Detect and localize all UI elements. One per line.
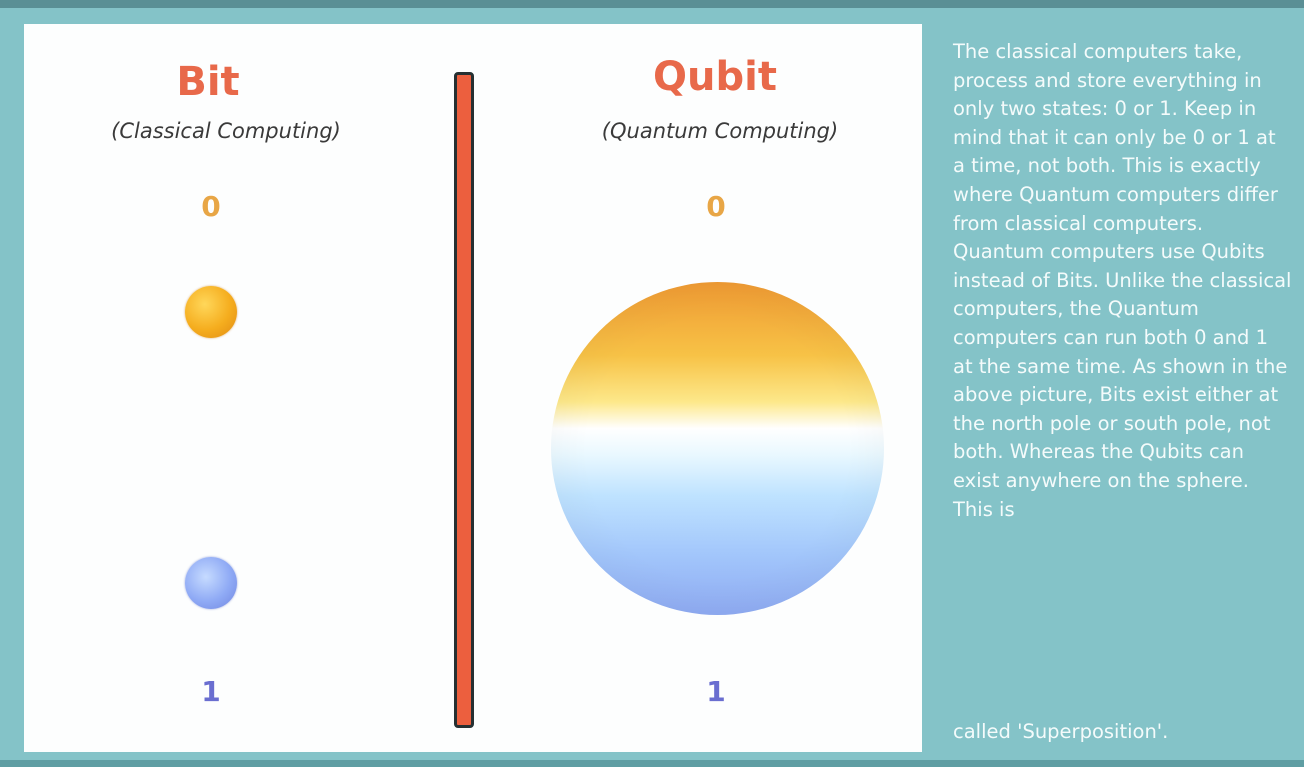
bottom-strip bbox=[0, 760, 1304, 767]
divider-bar bbox=[454, 72, 474, 728]
qubit-state-zero-label: 0 bbox=[706, 190, 726, 223]
description-text: The classical computers take, process an… bbox=[953, 40, 1292, 521]
bit-state-zero-label: 0 bbox=[201, 190, 221, 223]
bit-state-one-label: 1 bbox=[201, 675, 221, 708]
qubit-subtitle: (Quantum Computing) bbox=[601, 119, 839, 143]
qubit-title: Qubit bbox=[653, 54, 777, 100]
bit-title: Bit bbox=[176, 59, 240, 105]
qubit-sphere bbox=[551, 282, 884, 615]
qubit-state-one-label: 1 bbox=[706, 675, 726, 708]
bit-one-point bbox=[185, 557, 237, 609]
top-strip bbox=[0, 0, 1304, 8]
description-tail: called 'Superposition'. bbox=[953, 720, 1169, 743]
bit-zero-point bbox=[185, 286, 237, 338]
bit-subtitle: (Classical Computing) bbox=[111, 119, 341, 143]
